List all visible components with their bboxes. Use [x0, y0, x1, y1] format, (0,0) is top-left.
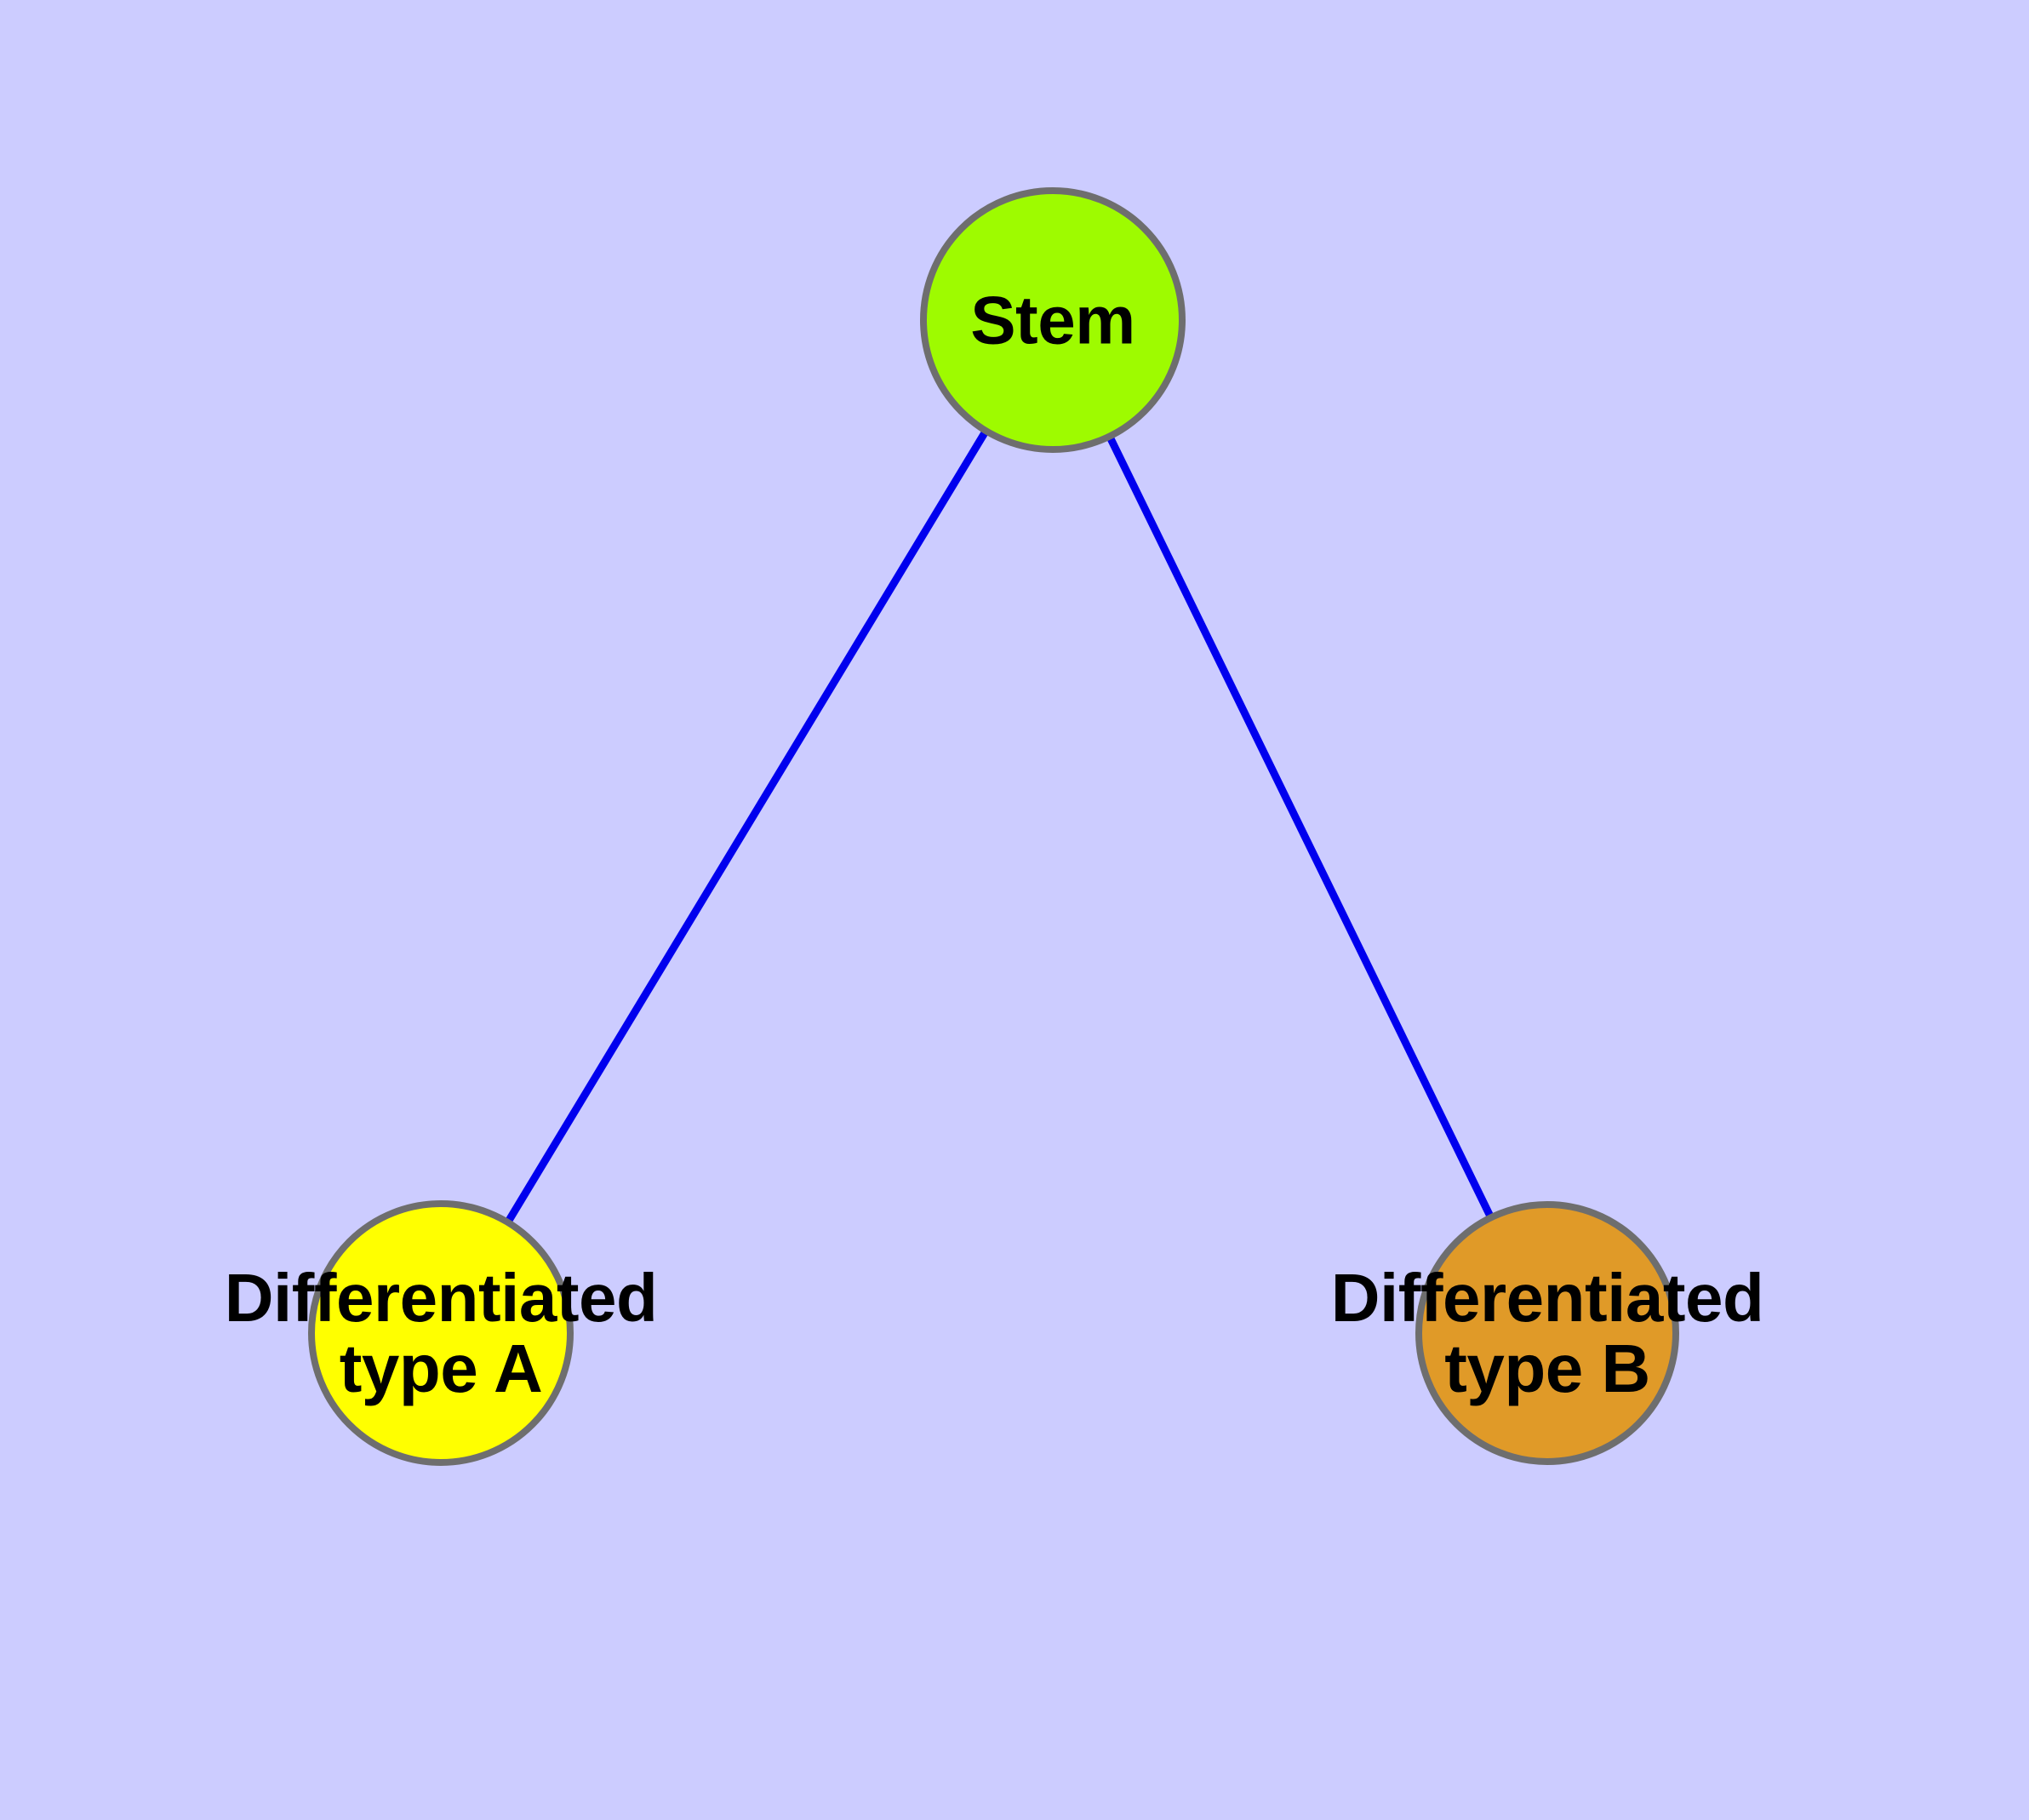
edges-layer — [437, 318, 1552, 1336]
edge-stem-to-differentiated-type-b — [1049, 318, 1552, 1335]
nodes-layer — [308, 187, 1679, 1466]
edge-stem-to-differentiated-type-a — [437, 318, 1056, 1336]
node-differentiated-type-a[interactable] — [308, 1200, 574, 1466]
node-stem[interactable] — [920, 187, 1186, 453]
node-differentiated-type-b[interactable] — [1415, 1201, 1679, 1465]
